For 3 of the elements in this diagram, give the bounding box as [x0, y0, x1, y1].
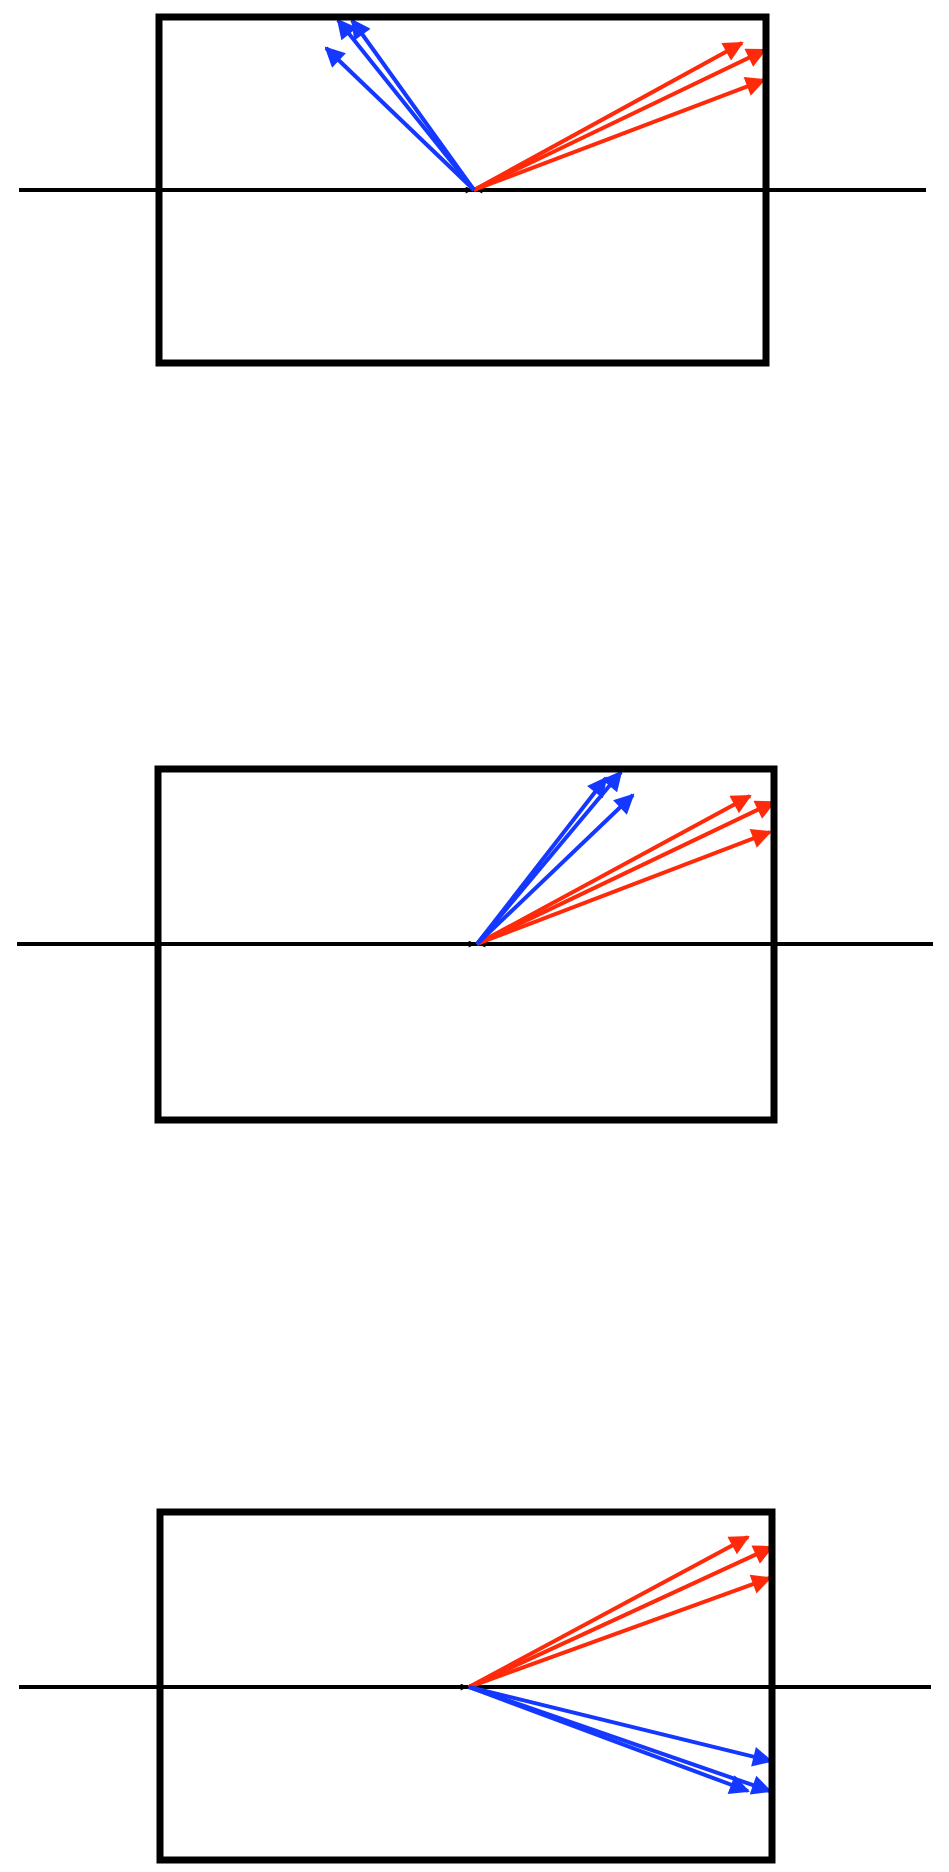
rectangle-frame: [156, 1508, 776, 1864]
rectangle-frame: [154, 765, 778, 1124]
rectangle-frame: [155, 13, 770, 367]
